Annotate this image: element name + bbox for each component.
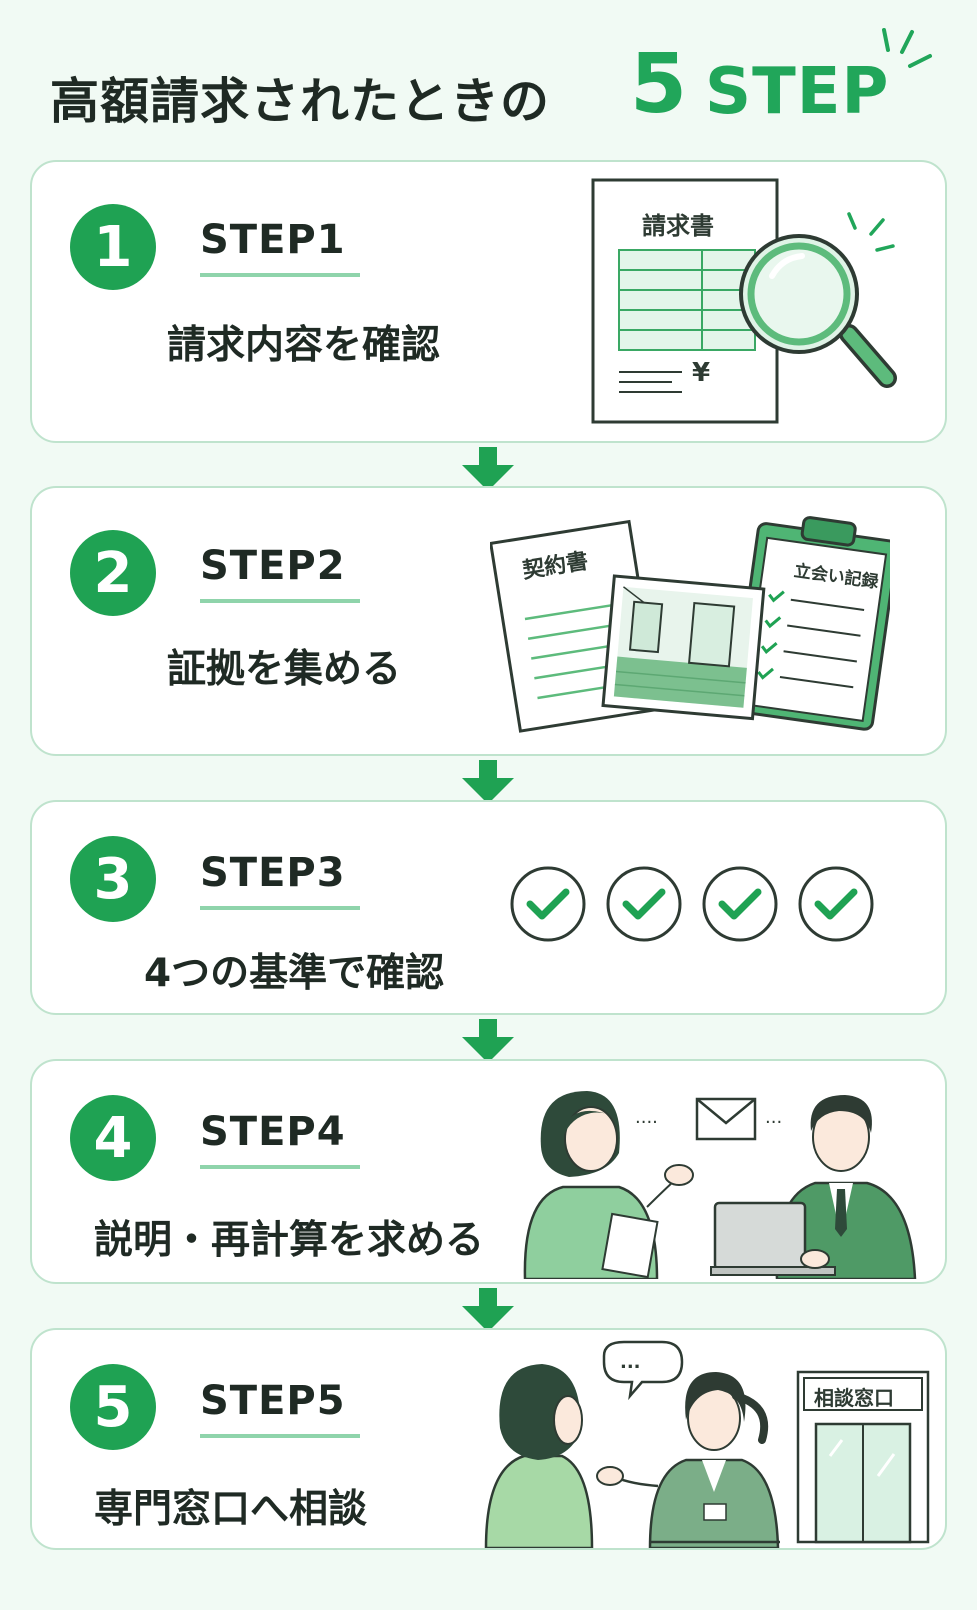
step-card-2: 2 STEP2 証拠を集める (30, 486, 947, 756)
step-label: STEP3 (200, 850, 360, 910)
header: 高額請求されたときの 5 STEP (0, 0, 977, 160)
step-label: STEP4 (200, 1109, 360, 1169)
step-number-badge: 5 (70, 1364, 156, 1450)
step-card-4: 4 STEP4 説明・再計算を求める .... ... (30, 1059, 947, 1284)
step-description: 請求内容を確認 (167, 323, 441, 368)
sparkle-icon (882, 28, 932, 68)
title-number: 5 (630, 37, 688, 132)
invoice-illustration (591, 178, 897, 424)
step-description: 説明・再計算を求める (94, 1218, 485, 1263)
consultation-illustration: ... (484, 1340, 930, 1548)
counter-sign: 相談窓口 (814, 1386, 894, 1410)
title-suffix: STEP (705, 55, 890, 129)
check-icon (702, 866, 778, 942)
step-number-badge: 1 (70, 204, 156, 290)
check-icon (798, 866, 874, 942)
step-card-1: 1 STEP1 請求内容を確認 請求書 ¥ (30, 160, 947, 443)
magnifier-icon (739, 234, 897, 388)
svg-text:...: ... (765, 1107, 782, 1128)
invoice-title: 請求書 (642, 212, 714, 240)
arrow-down-icon (462, 1019, 514, 1063)
documents-illustration (490, 516, 890, 733)
step-number-badge: 3 (70, 836, 156, 922)
arrow-down-icon (462, 1288, 514, 1332)
arrow-down-icon (462, 447, 514, 491)
step-description: 4つの基準で確認 (144, 951, 445, 996)
step-description: 証拠を集める (167, 647, 402, 692)
step-card-3: 3 STEP3 4つの基準で確認 (30, 800, 947, 1015)
page-title: 高額請求されたときの (50, 73, 551, 130)
speech-dots: ... (620, 1352, 641, 1373)
envelope-icon (695, 1097, 757, 1141)
check-icon (606, 866, 682, 942)
arrow-down-icon (462, 760, 514, 804)
svg-text:....: .... (635, 1107, 658, 1128)
step-label: STEP1 (200, 217, 360, 277)
step-label: STEP5 (200, 1378, 360, 1438)
check-icon (510, 866, 586, 942)
step-description: 専門窓口へ相談 (94, 1487, 368, 1532)
step-number-badge: 4 (70, 1095, 156, 1181)
checklist-illustration (510, 866, 874, 942)
check-icon (757, 590, 785, 680)
invoice-currency: ¥ (692, 358, 711, 388)
negotiation-illustration: .... ... (523, 1091, 917, 1279)
step-label: STEP2 (200, 543, 360, 603)
step-card-5: 5 STEP5 専門窓口へ相談 ... 相談窓口 (30, 1328, 947, 1550)
step-number-badge: 2 (70, 530, 156, 616)
